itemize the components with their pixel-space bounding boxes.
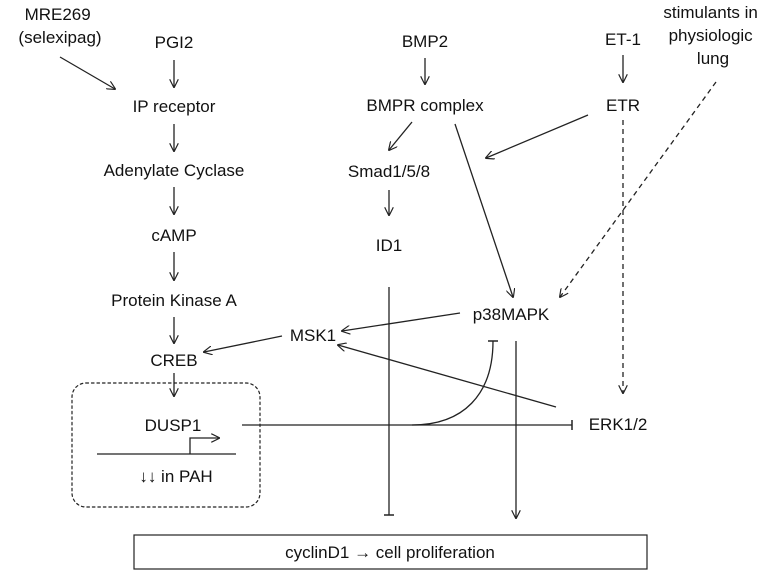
arrow-bmpr-to-p38mapk bbox=[454, 123, 513, 297]
dusp1-gene-symbol bbox=[97, 438, 236, 455]
arrow-p38mapk-to-msk1 bbox=[342, 312, 461, 331]
smad-label: Smad1/5/8 bbox=[348, 162, 430, 181]
stimulants-label-line3: lung bbox=[697, 49, 729, 68]
ip-receptor-label: IP receptor bbox=[133, 97, 216, 116]
etr-label: ETR bbox=[606, 96, 640, 115]
dusp1-gene-box bbox=[71, 382, 261, 508]
bmp2-label: BMP2 bbox=[402, 32, 448, 51]
stimulants-label: stimulants in physiologic lung bbox=[663, 3, 762, 68]
camp-label: cAMP bbox=[151, 226, 196, 245]
kinase-interactions bbox=[204, 312, 573, 518]
mre269-label-line2: (selexipag) bbox=[18, 28, 101, 47]
stimulants-label-line2: physiologic bbox=[669, 26, 754, 45]
et1-pathway bbox=[486, 55, 717, 393]
pgi2-pathway bbox=[59, 56, 174, 396]
adenylate-cyclase-label: Adenylate Cyclase bbox=[104, 161, 245, 180]
pah-note: ↓↓ in PAH bbox=[139, 467, 212, 486]
arrow-etr-to-p38mapk bbox=[486, 114, 589, 158]
id1-label: ID1 bbox=[376, 236, 402, 255]
bmpr-complex-label: BMPR complex bbox=[366, 96, 484, 115]
outcome-box bbox=[133, 534, 648, 570]
inhibition-dusp1-to-p38mapk bbox=[411, 340, 499, 426]
erk-label: ERK1/2 bbox=[589, 415, 648, 434]
mre269-label-line1: MRE269 bbox=[25, 5, 91, 24]
p38mapk-label: p38MAPK bbox=[473, 305, 550, 324]
transcription-start-arrow bbox=[189, 438, 219, 454]
dusp1-label: DUSP1 bbox=[145, 416, 202, 435]
pka-label: Protein Kinase A bbox=[111, 291, 237, 310]
arrow-msk1-to-creb bbox=[204, 335, 283, 352]
mre269-label: MRE269 (selexipag) bbox=[18, 5, 101, 47]
bmp-pathway bbox=[384, 58, 513, 516]
arrow-bmpr-to-smad bbox=[389, 121, 413, 150]
arrow-erk-to-msk1 bbox=[338, 345, 557, 408]
arrow-mre269-to-ip-receptor bbox=[59, 56, 115, 89]
stimulants-label-line1: stimulants in bbox=[663, 3, 757, 22]
et1-label: ET-1 bbox=[605, 30, 641, 49]
msk1-label: MSK1 bbox=[290, 326, 336, 345]
creb-label: CREB bbox=[150, 351, 197, 370]
pgi2-label: PGI2 bbox=[155, 33, 194, 52]
outcome-label: cyclinD1 → cell proliferation bbox=[285, 543, 495, 562]
